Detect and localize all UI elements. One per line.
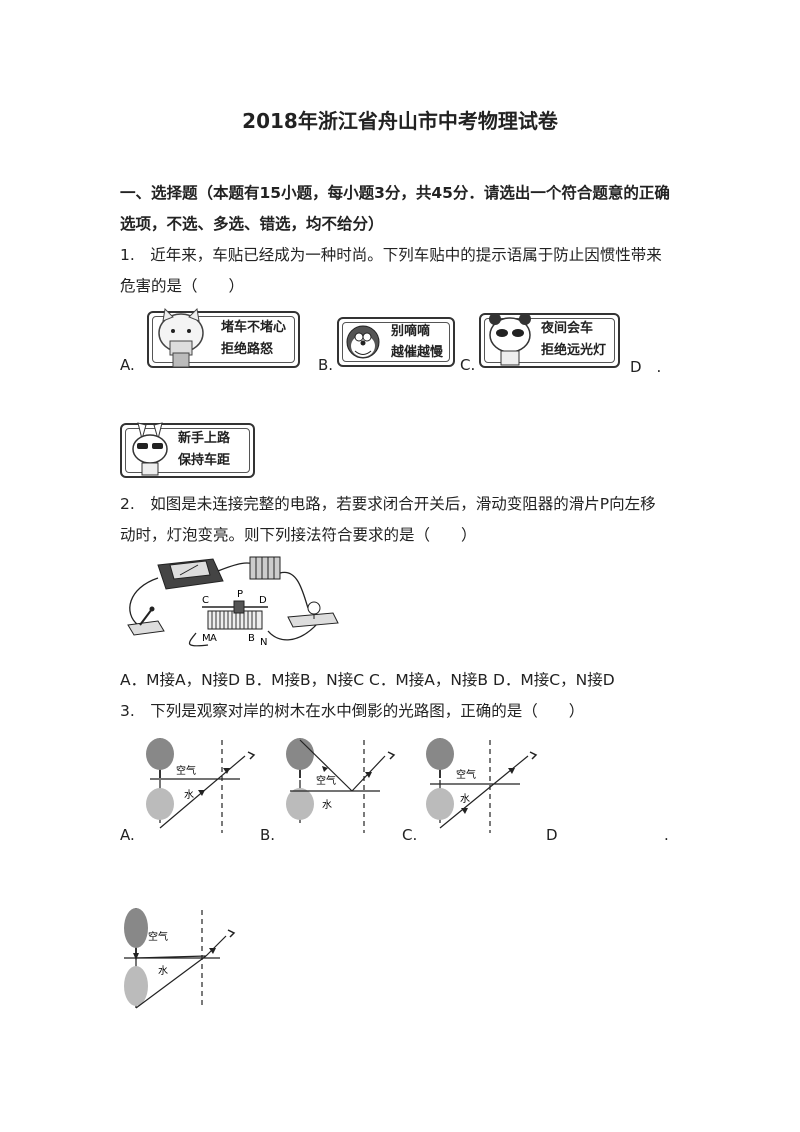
rabbit-sunglasses-icon (132, 422, 168, 476)
doraemon-face-icon (346, 325, 380, 359)
q1-sticker-b: 别嘀嘀 越催越慢 (337, 317, 455, 367)
q1-sticker-d-line1: 新手上路 (178, 431, 231, 446)
water-label: 水 (322, 799, 332, 811)
q1-option-b-label: B. (318, 356, 334, 374)
eye-icon (227, 929, 236, 938)
q1-sticker-a-line2: 拒绝路怒 (221, 342, 274, 357)
q3-option-b-label: B. (260, 826, 276, 844)
tree-icon (124, 908, 148, 1008)
water-label: 水 (184, 789, 194, 801)
wire-m-label: M (202, 633, 211, 644)
air-label: 空气 (456, 768, 476, 781)
q1-sticker-c-line1: 夜间会车 (541, 321, 594, 336)
air-label: 空气 (316, 774, 336, 787)
q1-option-a-label: A. (120, 356, 135, 374)
section-heading-line2: 选项，不选、多选、错选，均不给分） (120, 215, 384, 233)
q1-sticker-d: 新手上路 保持车距 (120, 422, 255, 478)
cat-face-icon (158, 307, 204, 368)
q1-sticker-c-line2: 拒绝远光灯 (541, 343, 607, 358)
q1-stem-line2: 危害的是（ ） (120, 277, 245, 295)
air-label: 空气 (176, 764, 196, 777)
q1-sticker-a-line1: 堵车不堵心 (221, 320, 287, 335)
q1-sticker-c: 夜间会车 拒绝远光灯 (479, 313, 620, 368)
terminal-a-label: A (210, 633, 217, 644)
circuit-diagram: C P D A B M N (127, 556, 339, 648)
q1-sticker-a: 堵车不堵心 拒绝路怒 (147, 307, 300, 368)
q1-option-c-label: C. (460, 356, 476, 374)
q1-option-d-label: D . (630, 358, 662, 376)
q3-option-c-label: C. (402, 826, 418, 844)
terminal-b-label: B (248, 633, 255, 644)
eye-icon (529, 751, 538, 760)
water-label: 水 (158, 965, 168, 977)
q3-diagram-b: 空气 水 (286, 738, 396, 833)
q1-stem-line1: 1. 近年来，车贴已经成为一种时尚。下列车贴中的提示语属于防止因惯性带来 (120, 246, 662, 264)
wire-n-label: N (260, 637, 267, 648)
terminal-d-label: D (259, 595, 267, 606)
eye-icon (247, 751, 256, 760)
q3-option-d-period: . (664, 826, 669, 844)
q2-options: A．M接A，N接D B．M接B，N接C C．M接A，N接B D．M接C，N接D (120, 671, 615, 689)
q2-stem-line2: 动时，灯泡变亮。则下列接法符合要求的是（ ） (120, 526, 477, 544)
page-title: 2018年浙江省舟山市中考物理试卷 (242, 109, 558, 133)
q3-option-a-label: A. (120, 826, 135, 844)
switch-icon (127, 606, 165, 636)
tree-icon (426, 738, 454, 823)
tree-icon (286, 738, 314, 823)
q3-diagram-c: 空气 水 (426, 738, 538, 833)
slider-p-label: P (237, 589, 243, 600)
air-label: 空气 (148, 930, 168, 943)
q3-diagram-d: 空气 水 (124, 908, 236, 1009)
tree-icon (146, 738, 174, 823)
terminal-c-label: C (202, 595, 209, 606)
ammeter-icon (157, 558, 224, 590)
sliding-rheostat-icon (202, 600, 268, 630)
q3-diagram-a: 空气 水 (146, 738, 256, 833)
eye-icon (387, 751, 396, 760)
q1-sticker-b-line1: 别嘀嘀 (391, 324, 431, 339)
q3-stem: 3. 下列是观察对岸的树木在水中倒影的光路图，正确的是（ ） (120, 702, 585, 720)
q2-stem-line1: 2. 如图是未连接完整的电路，若要求闭合开关后，滑动变阻器的滑片P向左移 (120, 495, 656, 513)
q1-sticker-b-line2: 越催越慢 (391, 345, 444, 360)
panda-face-icon (489, 313, 531, 366)
battery-icon (249, 556, 281, 580)
q1-sticker-d-line2: 保持车距 (178, 453, 231, 468)
water-label: 水 (460, 793, 470, 805)
q3-option-d-label: D (546, 826, 558, 844)
bulb-icon (287, 601, 339, 628)
section-heading-line1: 一、选择题（本题有15小题，每小题3分，共45分．请选出一个符合题意的正确 (120, 184, 670, 202)
